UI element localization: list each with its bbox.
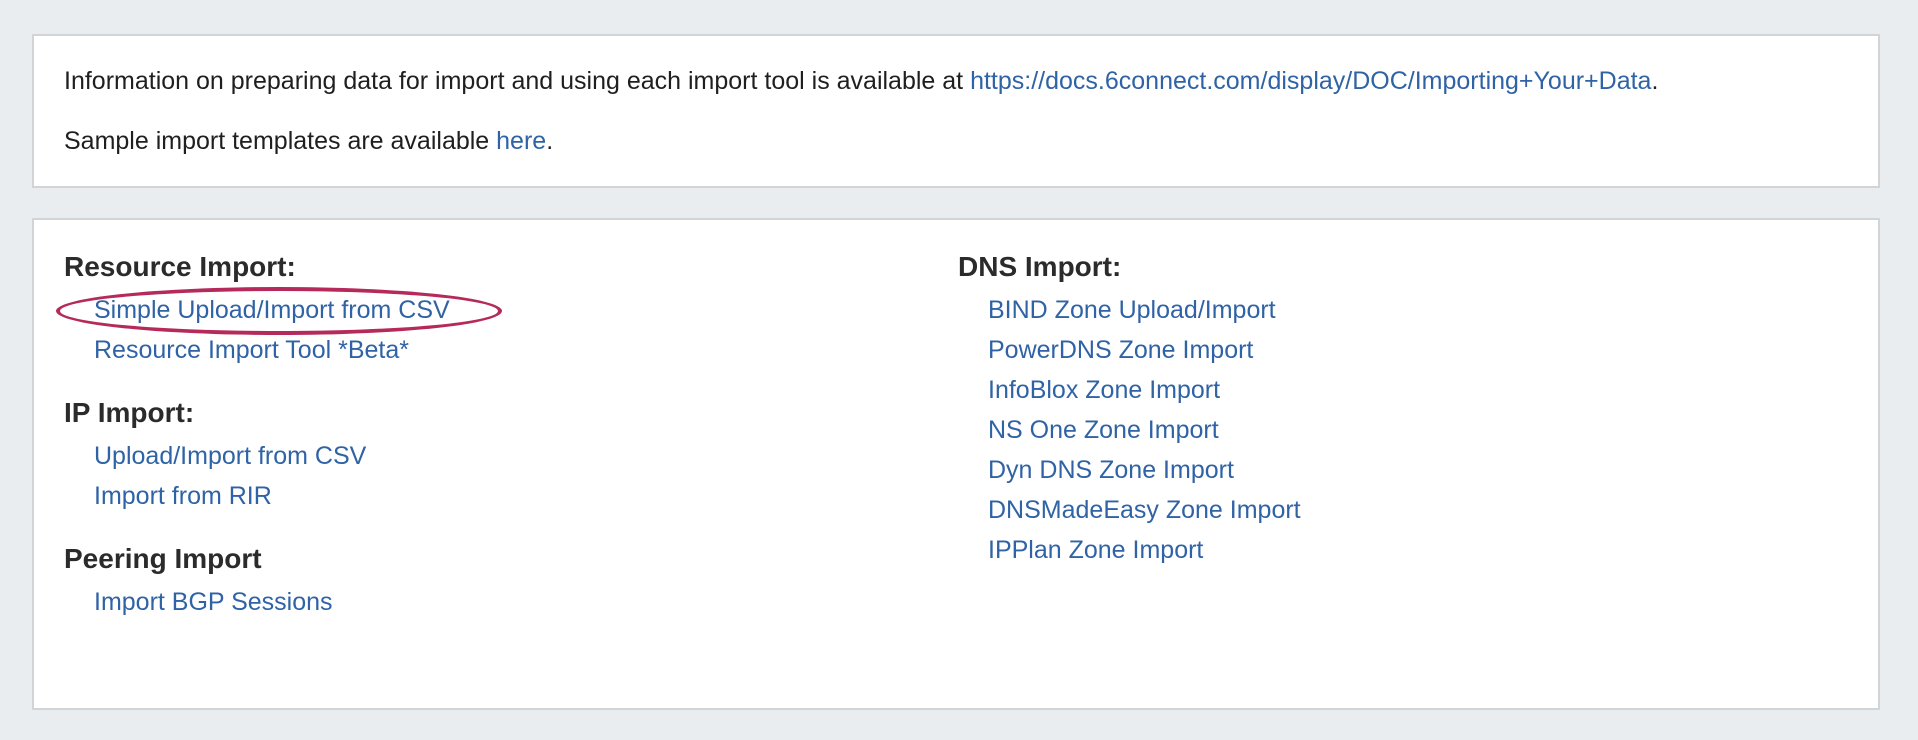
import-bgp-sessions-link[interactable]: Import BGP Sessions: [94, 588, 333, 616]
ip-import-heading: IP Import:: [64, 397, 195, 428]
left-import-column: Resource Import: Simple Upload/Import fr…: [56, 250, 502, 622]
list-item: DNSMadeEasy Zone Import: [988, 490, 1301, 530]
list-item: Dyn DNS Zone Import: [988, 450, 1301, 490]
list-item: BIND Zone Upload/Import: [988, 290, 1301, 330]
list-item: Simple Upload/Import from CSV: [94, 290, 450, 330]
peering-import-section: Peering Import Import BGP Sessions: [64, 542, 450, 622]
dyn-dns-zone-import-link[interactable]: Dyn DNS Zone Import: [988, 456, 1234, 484]
docs-info-suffix: .: [1651, 67, 1659, 95]
templates-info-prefix: Sample import templates are available: [64, 127, 497, 155]
powerdns-zone-import-link[interactable]: PowerDNS Zone Import: [988, 336, 1254, 364]
dns-import-links: BIND Zone Upload/Import PowerDNS Zone Im…: [958, 290, 1301, 570]
resource-import-tool-link[interactable]: Resource Import Tool *Beta*: [94, 336, 409, 364]
templates-info-suffix: .: [546, 127, 554, 155]
templates-here-link[interactable]: here: [496, 127, 547, 155]
infoblox-zone-import-link[interactable]: InfoBlox Zone Import: [988, 376, 1221, 404]
list-item: IPPlan Zone Import: [988, 530, 1301, 570]
docs-info-text: Information on preparing data for import…: [64, 66, 1658, 96]
templates-info-text: Sample import templates are available he…: [64, 126, 553, 156]
ip-import-links: Upload/Import from CSV Import from RIR: [64, 436, 450, 516]
ip-import-section: IP Import: Upload/Import from CSV Import…: [64, 396, 450, 516]
resource-import-heading: Resource Import:: [64, 251, 296, 282]
right-import-column: DNS Import: BIND Zone Upload/Import Powe…: [958, 250, 1301, 570]
ip-upload-csv-link[interactable]: Upload/Import from CSV: [94, 442, 367, 470]
list-item: Import BGP Sessions: [94, 582, 450, 622]
dns-import-section: DNS Import: BIND Zone Upload/Import Powe…: [958, 250, 1301, 570]
info-panel: Information on preparing data for import…: [32, 34, 1880, 188]
list-item: InfoBlox Zone Import: [988, 370, 1301, 410]
peering-import-links: Import BGP Sessions: [64, 582, 450, 622]
bind-zone-import-link[interactable]: BIND Zone Upload/Import: [988, 296, 1276, 324]
ipplan-zone-import-link[interactable]: IPPlan Zone Import: [988, 536, 1204, 564]
docs-link[interactable]: https://docs.6connect.com/display/DOC/Im…: [970, 67, 1652, 95]
docs-info-prefix: Information on preparing data for import…: [64, 67, 971, 95]
resource-import-links: Simple Upload/Import from CSV Resource I…: [64, 290, 450, 370]
list-item: Import from RIR: [94, 476, 450, 516]
peering-import-heading: Peering Import: [64, 543, 262, 574]
import-from-rir-link[interactable]: Import from RIR: [94, 482, 272, 510]
simple-upload-csv-link[interactable]: Simple Upload/Import from CSV: [94, 296, 450, 324]
list-item: PowerDNS Zone Import: [988, 330, 1301, 370]
list-item: NS One Zone Import: [988, 410, 1301, 450]
list-item: Upload/Import from CSV: [94, 436, 450, 476]
dns-import-heading: DNS Import:: [958, 251, 1122, 282]
dnsmadeeasy-zone-import-link[interactable]: DNSMadeEasy Zone Import: [988, 496, 1301, 524]
resource-import-section: Resource Import: Simple Upload/Import fr…: [56, 250, 502, 370]
import-tools-panel: Resource Import: Simple Upload/Import fr…: [32, 218, 1880, 710]
ns-one-zone-import-link[interactable]: NS One Zone Import: [988, 416, 1219, 444]
list-item: Resource Import Tool *Beta*: [94, 330, 450, 370]
